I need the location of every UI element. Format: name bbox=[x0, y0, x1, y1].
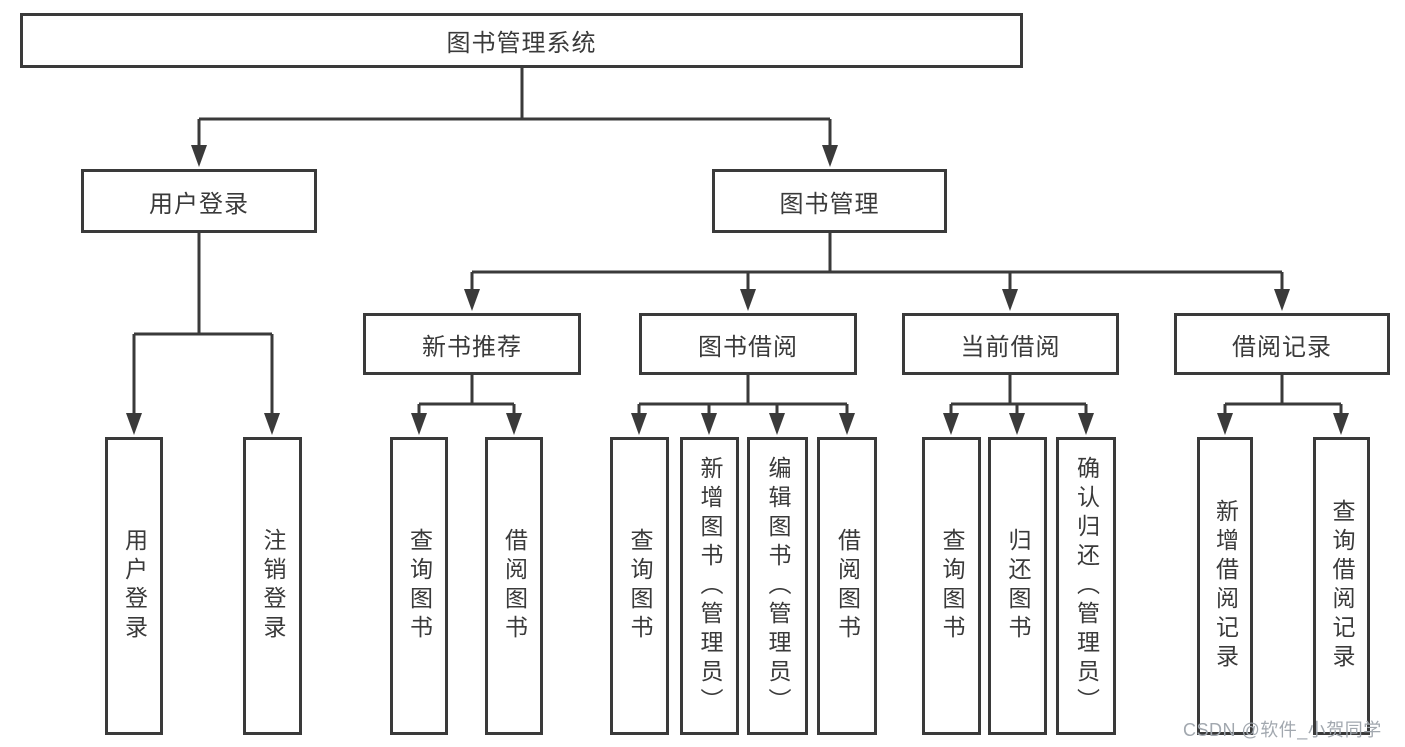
node-current-borrow: 当前借阅 bbox=[902, 313, 1119, 375]
leaf-add-books-admin: 新增图书（管理员） bbox=[680, 437, 739, 735]
leaf-add-borrow-record: 新增借阅记录 bbox=[1197, 437, 1253, 735]
leaf-logout: 注销登录 bbox=[243, 437, 302, 735]
leaf-query-books-current: 查询图书 bbox=[922, 437, 981, 735]
node-user-login: 用户登录 bbox=[81, 169, 317, 233]
leaf-borrow-books-recommend: 借阅图书 bbox=[485, 437, 543, 735]
leaf-borrow-books: 借阅图书 bbox=[817, 437, 877, 735]
leaf-return-books: 归还图书 bbox=[988, 437, 1047, 735]
leaf-edit-books-admin: 编辑图书（管理员） bbox=[747, 437, 808, 735]
node-book-borrow: 图书借阅 bbox=[639, 313, 857, 375]
node-library-management-system: 图书管理系统 bbox=[20, 13, 1023, 68]
leaf-confirm-return-admin: 确认归还（管理员） bbox=[1056, 437, 1116, 735]
arrowhead-icons bbox=[126, 145, 1349, 435]
node-new-book-recommend: 新书推荐 bbox=[363, 313, 581, 375]
node-book-management: 图书管理 bbox=[712, 169, 947, 233]
leaf-query-borrow-record: 查询借阅记录 bbox=[1313, 437, 1370, 735]
leaf-query-books-recommend: 查询图书 bbox=[390, 437, 448, 735]
node-borrow-records: 借阅记录 bbox=[1174, 313, 1390, 375]
leaf-user-login: 用户登录 bbox=[105, 437, 163, 735]
csdn-watermark: CSDN @软件_小贺同学 bbox=[1183, 720, 1382, 740]
leaf-query-books-borrow: 查询图书 bbox=[610, 437, 669, 735]
